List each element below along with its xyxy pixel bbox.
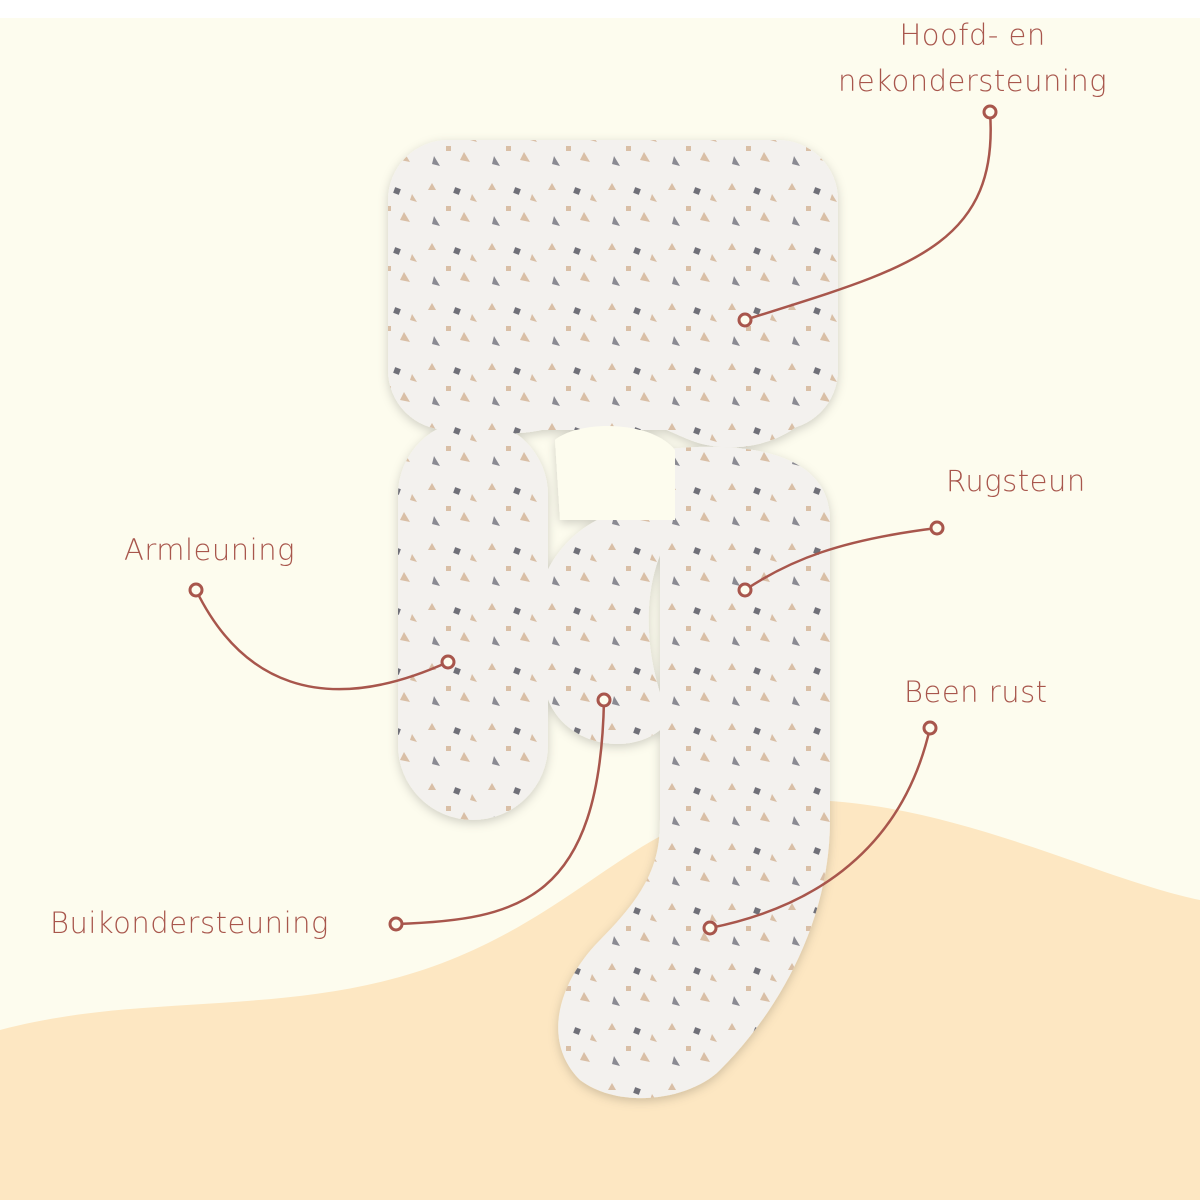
label-belly-support: Buikondersteuning: [50, 906, 329, 940]
callout-dots: [188, 104, 998, 936]
callout-lines: [194, 111, 992, 930]
label-armrest: Armleuning: [124, 533, 295, 567]
label-head-line1: Hoofd- en: [899, 18, 1046, 52]
label-back-support: Rugsteun: [946, 464, 1086, 498]
label-leg-rest: Been rust: [904, 675, 1048, 709]
label-head-line2: nekondersteuning: [838, 64, 1108, 98]
label-head-support: Hoofd- en nekondersteuning: [838, 12, 1107, 104]
pregnancy-pillow: [388, 140, 838, 1099]
